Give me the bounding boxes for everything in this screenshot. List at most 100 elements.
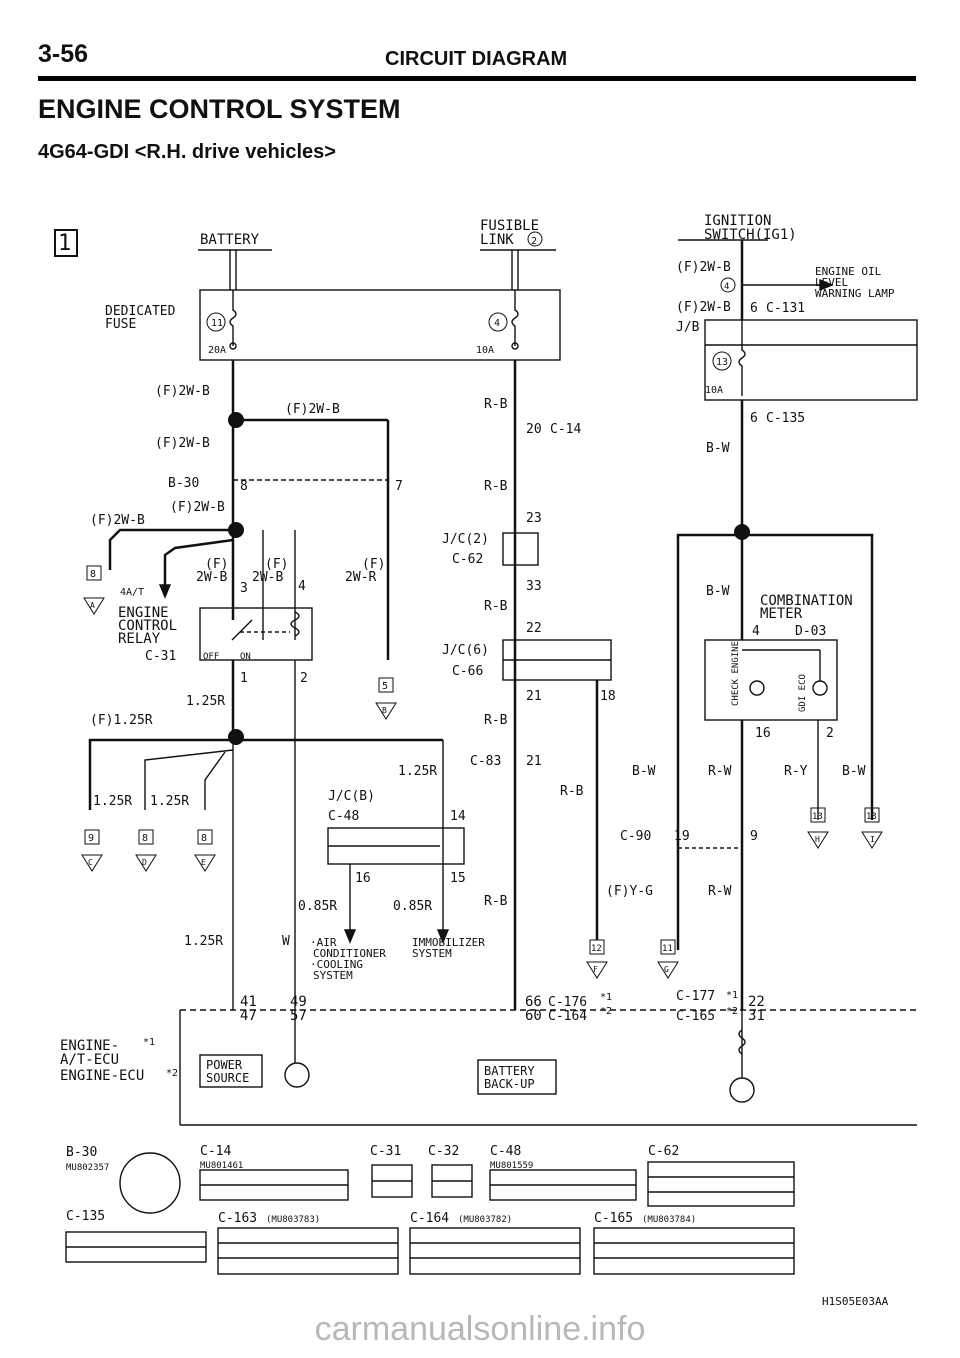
fuse-4-amp: 10A — [476, 345, 494, 356]
wire-f-2: (F) — [265, 557, 288, 572]
pin-18: 18 — [600, 689, 616, 704]
wiring — [54, 229, 918, 1275]
conn-c164: C-164 — [548, 1009, 587, 1024]
oil-lamp-label3: WARNING LAMP — [815, 287, 895, 300]
pin-22b: 22 — [748, 994, 765, 1010]
conn-c31-legend: C-31 — [370, 1144, 401, 1159]
ref-i-num: 13 — [866, 812, 877, 822]
page-subtitle: 4G64-GDI <R.H. drive vehicles> — [38, 141, 336, 163]
pin-4-ign: 4 — [724, 282, 729, 292]
power-source-label2: SOURCE — [206, 1071, 249, 1085]
pin-14b: 14 — [450, 809, 466, 824]
ignition-label2: SWITCH(IG1) — [704, 227, 797, 243]
pin-6b: 6 — [750, 411, 758, 426]
pin-15b: 15 — [450, 871, 466, 886]
conn-d03: D-03 — [795, 624, 826, 639]
wire-w: W — [282, 934, 290, 949]
wire-125r-4: 1.25R — [150, 794, 189, 809]
ecu-label: ENGINE- — [60, 1038, 119, 1054]
dedicated-fuse-label2: FUSE — [105, 317, 136, 332]
wire-085r-1: 0.85R — [298, 899, 337, 914]
wire-f2wb-5: (F)2W-B — [90, 513, 145, 528]
conn-b30-legend: B-30 — [66, 1145, 97, 1160]
page-index: 1 — [58, 231, 71, 256]
pin-23: 23 — [526, 511, 542, 526]
ac-label3: ·COOLING — [310, 958, 363, 971]
pin-2b: 2 — [826, 726, 834, 741]
conn-c135: C-135 — [766, 411, 805, 426]
pin-22: 22 — [526, 621, 542, 636]
comb-meter-label: COMBINATION — [760, 593, 853, 609]
wire-bw-2: B-W — [706, 584, 730, 599]
diagram-code: H1S05E03AA — [822, 1295, 889, 1308]
page-number: 3-56 — [38, 40, 89, 68]
ref-b-num: 5 — [382, 681, 388, 692]
conn-c177: C-177 — [676, 989, 715, 1004]
wire-f2wb-1: (F)2W-B — [155, 384, 210, 399]
relay-off: OFF — [203, 652, 219, 662]
wire-f2wb-4: (F)2W-B — [170, 500, 225, 515]
wire-rb-3: R-B — [484, 599, 508, 614]
fusible-link-label2: LINK — [480, 232, 514, 248]
oil-lamp-label2: LEVEL — [815, 276, 848, 289]
pin-47: 47 — [240, 1008, 257, 1024]
dedicated-fuse-box — [199, 289, 561, 361]
ref-d-letter: D — [142, 858, 147, 867]
part-mu802357: MU802357 — [66, 1163, 109, 1173]
conn-c48: C-48 — [328, 809, 359, 824]
star2-c: *2 — [166, 1068, 178, 1079]
pin-16b: 16 — [755, 726, 771, 741]
pin-21b: 21 — [526, 754, 542, 769]
pin-4c: 4 — [752, 624, 760, 639]
wire-125r-2: 1.25R — [398, 764, 437, 779]
wire-f2wb-3: (F)2W-B — [155, 436, 210, 451]
labels: 1 BATTERY DEDICATED FUSE 11 20A FUSIBLE … — [58, 213, 895, 1308]
relay-label2: CONTROL — [118, 618, 177, 634]
pin-14: 14 — [230, 527, 240, 536]
jb-label: J/B — [676, 320, 700, 335]
wire-2wb-2: 2W-B — [252, 570, 283, 585]
wire-f2wb-ign2: (F)2W-B — [676, 300, 731, 315]
part-mu801461: MU801461 — [200, 1161, 243, 1171]
conn-c66: C-66 — [452, 664, 483, 679]
fuse-4 — [511, 290, 519, 346]
ref-b-letter: B — [382, 706, 387, 715]
jc2-label: J/C(2) — [442, 532, 489, 547]
wire-ry: R-Y — [784, 764, 808, 779]
fuse-11 — [229, 290, 237, 346]
ref-f-num: 12 — [591, 944, 602, 954]
wire-f2wb-ign: (F)2W-B — [676, 260, 731, 275]
wire-2wb-1: 2W-B — [196, 570, 227, 585]
ref-g-letter: G — [664, 965, 669, 974]
ref-a-num: 8 — [90, 569, 96, 580]
conn-c164-legend: C-164 — [410, 1211, 449, 1226]
pin-1: 1 — [240, 671, 248, 686]
conn-c62: C-62 — [452, 552, 483, 567]
jcb-label: J/C(B) — [328, 789, 375, 804]
conn-c32-legend: C-32 — [428, 1144, 459, 1159]
pin-6a: 6 — [750, 301, 758, 316]
conn-c135-legend: C-135 — [66, 1209, 105, 1224]
reference-markers: 8 A 5 B 9 C 8 D 8 E 12 F 11 G 13 H 13 I — [84, 565, 880, 974]
ac-label: ·AIR — [310, 936, 337, 949]
conn-c31: C-31 — [145, 649, 176, 664]
oil-lamp-label: ENGINE OIL — [815, 265, 882, 278]
pin-15: 15 — [230, 734, 240, 743]
ref-a-letter: A — [90, 601, 95, 610]
battery-backup-label: BATTERY — [484, 1064, 535, 1078]
ref-e-num: 8 — [201, 833, 207, 844]
ignition-label: IGNITION — [704, 213, 771, 229]
wire-2wr: 2W-R — [345, 570, 376, 585]
pin-4b: 4 — [298, 579, 306, 594]
arrow-marks — [81, 597, 883, 979]
wire-rb-2: R-B — [484, 479, 508, 494]
wire-rb-4: R-B — [484, 713, 508, 728]
fuse-11-amp: 20A — [208, 345, 226, 356]
pin-49: 49 — [290, 994, 307, 1010]
pin-21: 21 — [526, 689, 542, 704]
ref-f-letter: F — [593, 965, 598, 974]
wire-bw-4: B-W — [842, 764, 866, 779]
wire-f-1: (F) — [205, 557, 228, 572]
conn-c48-legend: C-48 — [490, 1144, 521, 1159]
